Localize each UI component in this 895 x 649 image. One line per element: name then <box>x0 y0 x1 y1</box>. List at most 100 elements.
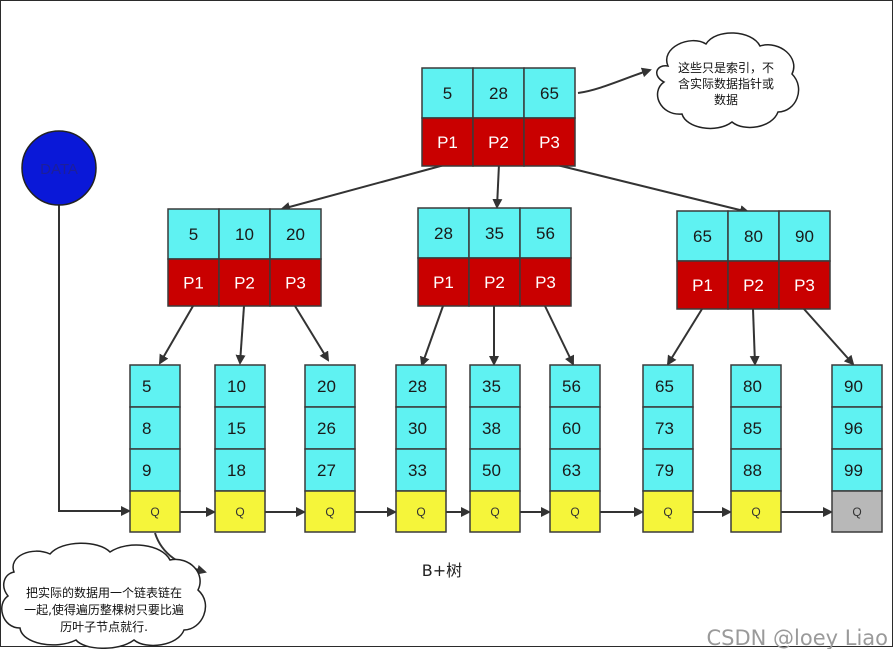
internal-node-1-key-label: 10 <box>235 225 254 244</box>
root-node-pointer-cell <box>472 117 525 167</box>
leaf-key-label: 35 <box>482 377 501 396</box>
internal-node-3-key-label: 90 <box>795 227 814 246</box>
leaf-key-label: 33 <box>408 461 427 480</box>
root-to-internal-1-arrow <box>280 163 449 212</box>
leaf-link-label: Q <box>751 505 760 519</box>
root-node-pointer-label: P3 <box>539 133 560 152</box>
leaf-key-cell <box>549 364 601 408</box>
leaf-key-label: 18 <box>227 461 246 480</box>
internal-2-p3-arrow <box>544 305 575 366</box>
leaf-key-cell <box>129 364 181 408</box>
linked-list-note-line-1: 把实际的数据用一个链表链在 <box>26 585 182 600</box>
leaf-key-label: 63 <box>562 461 581 480</box>
internal-1-p2-arrow <box>235 305 246 365</box>
leaf-key-cell <box>129 406 181 450</box>
internal-node-1-pointer-cell <box>167 258 220 307</box>
leaf-link-cell <box>395 490 447 533</box>
internal-node-2-key-cell <box>417 207 470 259</box>
leaf-key-cell <box>304 448 356 492</box>
internal-node-3-pointer-label: P1 <box>692 276 713 295</box>
data-node-label: DATA <box>40 161 78 178</box>
data-node-circle <box>21 130 97 206</box>
internal-3-p1-arrow <box>666 308 703 366</box>
leaf-key-label: 28 <box>408 377 427 396</box>
leaf-key-cell <box>469 406 521 450</box>
leaf-link-label: Q <box>570 505 579 519</box>
leaf-node-8: 80 85 88Q <box>730 364 782 533</box>
leaf-key-label: 10 <box>227 377 246 396</box>
leaf-key-cell <box>129 448 181 492</box>
leaf-key-cell <box>642 406 694 450</box>
leaf-key-label: 30 <box>408 419 427 438</box>
linked-list-note-line-3: 历叶子节点就行. <box>60 620 148 634</box>
leaf-link-cell <box>304 490 356 533</box>
leaf-link-label: Q <box>150 505 159 519</box>
leaf-link-cell <box>730 490 782 533</box>
leaf-key-label: 27 <box>317 461 336 480</box>
internal-node-1-key-cell <box>167 208 220 260</box>
leaf-key-label: 8 <box>142 419 151 438</box>
leaf-key-label: 85 <box>743 419 762 438</box>
index-note-cloud: 这些只是索引，不 含实际数据指针或 数据 <box>656 32 800 130</box>
leaf-key-cell <box>395 406 447 450</box>
internal-3-p3-arrow <box>803 308 855 366</box>
leaf-key-label: 20 <box>317 377 336 396</box>
leaf-key-cell <box>831 448 883 492</box>
diagram-caption: B+树 <box>422 561 462 580</box>
internal-node-2-key-label: 28 <box>434 224 453 243</box>
leaf-key-label: 79 <box>655 461 674 480</box>
leaf-key-cell <box>395 364 447 408</box>
leaf-link-cell <box>469 490 521 533</box>
internal-node-2-pointer-label: P2 <box>484 273 505 292</box>
leaf-key-cell <box>214 448 266 492</box>
leaf-key-label: 50 <box>482 461 501 480</box>
leaf-key-label: 80 <box>743 377 762 396</box>
arrow-layer <box>58 67 855 575</box>
leaf-key-label: 56 <box>562 377 581 396</box>
root-to-internal-2-arrow <box>492 163 503 209</box>
leaf-key-label: 73 <box>655 419 674 438</box>
internal-node-2-pointer-cell <box>417 257 470 307</box>
leaf-key-cell <box>469 364 521 408</box>
leaf-key-cell <box>831 406 883 450</box>
internal-node-1-pointer-label: P1 <box>183 274 204 293</box>
leaf-key-cell <box>730 406 782 450</box>
leaf-link-cell <box>549 490 601 533</box>
root-to-internal-3-arrow <box>552 163 750 215</box>
leaf-key-cell <box>549 406 601 450</box>
leaf-link-label: Q <box>852 505 861 519</box>
linked-list-note-arrow <box>154 532 207 575</box>
internal-node-3-pointer-label: P3 <box>794 276 815 295</box>
internal-1-p1-arrow <box>158 305 194 365</box>
linked-list-note-line-2: 一起,使得遍历整棵树只要比遍 <box>24 602 184 617</box>
leaf-key-label: 99 <box>844 461 863 480</box>
leaf-link-label: Q <box>325 505 334 519</box>
internal-node-2-pointer-label: P3 <box>535 273 556 292</box>
leaf-key-label: 88 <box>743 461 762 480</box>
index-note-line-2: 含实际数据指针或 <box>678 76 774 91</box>
internal-1-p3-arrow <box>294 305 330 362</box>
internal-node-3-pointer-cell <box>778 260 831 310</box>
internal-node-1-pointer-cell <box>269 258 322 307</box>
cloud-shape <box>656 32 800 130</box>
internal-node-1-pointer-label: P3 <box>285 274 306 293</box>
internal-node-1-key-label: 20 <box>286 225 305 244</box>
leaf-link-cell <box>642 490 694 533</box>
index-note-line-1: 这些只是索引，不 <box>678 60 774 75</box>
internal-node-3-pointer-cell <box>676 260 729 310</box>
leaf-key-label: 9 <box>142 461 151 480</box>
leaf-key-label: 60 <box>562 419 581 438</box>
leaf-key-cell <box>304 364 356 408</box>
leaf-key-cell <box>214 406 266 450</box>
root-node-pointer-label: P1 <box>437 133 458 152</box>
internal-node-2-key-label: 35 <box>485 224 504 243</box>
internal-node-2-pointer-label: P1 <box>433 273 454 292</box>
